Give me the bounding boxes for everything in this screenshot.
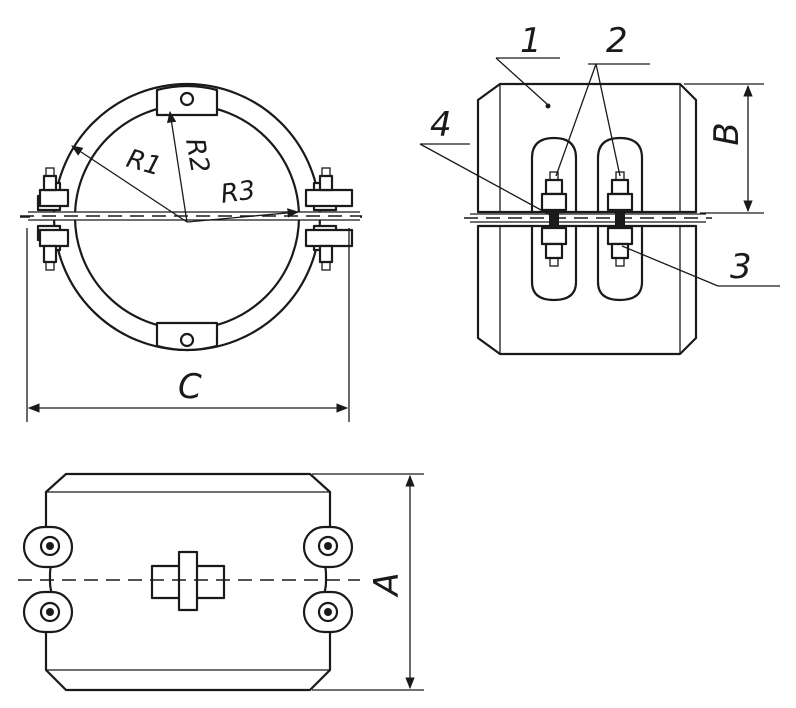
label-part-3: 3 bbox=[730, 247, 752, 287]
dimension-c-label: C bbox=[178, 367, 202, 407]
radius-r2-label: R2 bbox=[179, 136, 215, 175]
leader-3: 3 bbox=[621, 245, 780, 287]
side-bolts bbox=[540, 171, 634, 267]
dimension-b: B bbox=[684, 83, 764, 214]
dimension-c: C bbox=[26, 228, 350, 422]
leader-1: 1 bbox=[495, 21, 560, 109]
radius-r3-line bbox=[186, 208, 300, 223]
radius-r3-label: R3 bbox=[219, 175, 257, 210]
slot-left-lower bbox=[530, 224, 578, 302]
radius-r1-line bbox=[71, 145, 188, 223]
top-center-block bbox=[150, 550, 226, 612]
side-view: B 1 2 3 4 bbox=[419, 21, 780, 356]
dimension-a-label: A bbox=[367, 572, 407, 597]
radius-r2-line bbox=[166, 110, 188, 223]
side-lower-body bbox=[476, 224, 698, 356]
leader-4: 4 bbox=[419, 105, 553, 217]
label-part-1: 1 bbox=[520, 21, 542, 61]
label-part-2: 2 bbox=[606, 21, 628, 61]
top-bolts bbox=[22, 525, 354, 634]
left-flange bbox=[36, 167, 70, 271]
label-part-4: 4 bbox=[430, 105, 452, 145]
top-view: A bbox=[18, 472, 424, 692]
slot-right-lower bbox=[596, 224, 644, 302]
front-view: R1 R2 R3 C bbox=[20, 82, 362, 422]
dimension-a: A bbox=[312, 473, 424, 691]
bottom-lug bbox=[155, 321, 219, 352]
radius-r1-label: R1 bbox=[123, 144, 165, 182]
dimension-b-label: B bbox=[707, 122, 747, 145]
top-lug bbox=[155, 84, 219, 117]
leader-2: 2 bbox=[555, 21, 650, 177]
slot-left-upper bbox=[530, 136, 578, 214]
slot-right-upper bbox=[596, 136, 644, 214]
right-flange bbox=[304, 167, 354, 271]
